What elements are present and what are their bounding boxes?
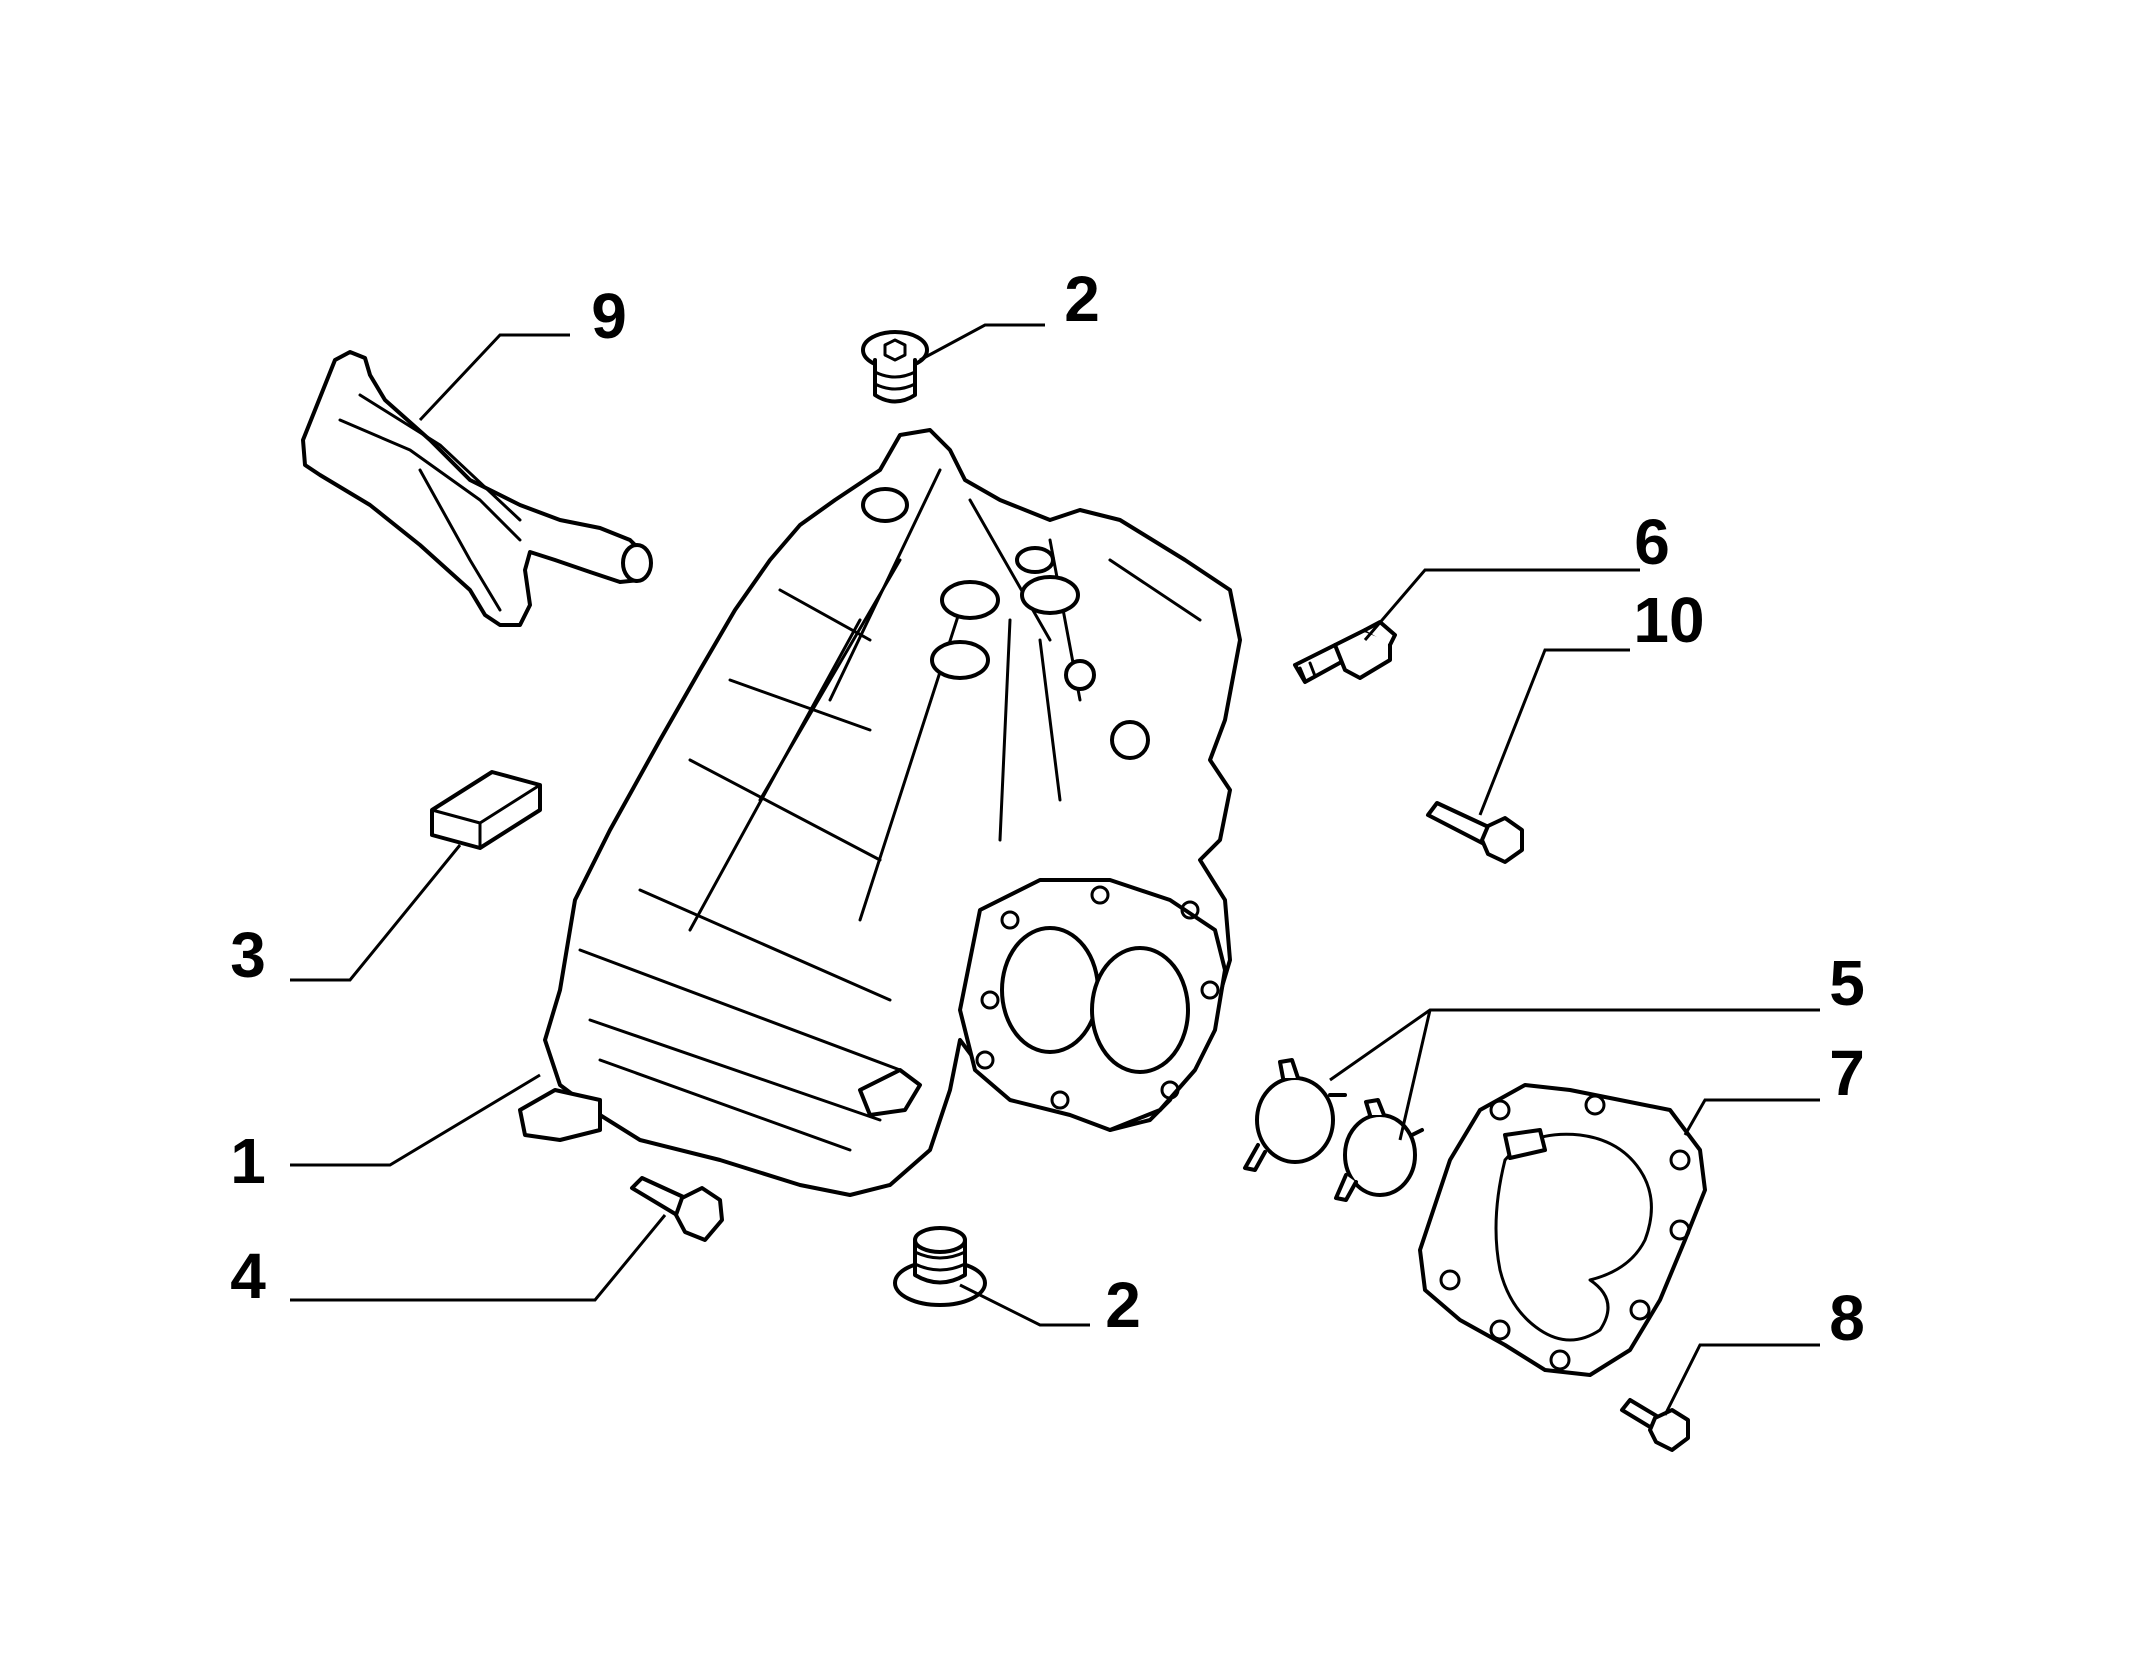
leader-5b xyxy=(1398,1009,1432,1141)
leader-1 xyxy=(290,1073,541,1167)
callout-7: 7 xyxy=(1829,1037,1865,1109)
drain-plug-upper xyxy=(861,330,929,404)
bolt-4 xyxy=(630,1176,724,1242)
callout-4: 4 xyxy=(230,1240,266,1312)
bracket xyxy=(301,350,653,627)
callout-2-lower: 2 xyxy=(1105,1269,1141,1341)
leader-7 xyxy=(1683,1098,1820,1136)
leader-2b xyxy=(959,1283,1090,1327)
leader-2a xyxy=(919,323,1045,362)
bolt-10 xyxy=(1426,801,1524,864)
leader-10 xyxy=(1478,648,1630,816)
leader-9 xyxy=(418,333,570,422)
callout-5: 5 xyxy=(1829,947,1865,1019)
end-cover xyxy=(1418,1083,1707,1377)
bolt-8 xyxy=(1620,1398,1690,1452)
callout-1: 1 xyxy=(230,1125,266,1197)
leader-4 xyxy=(290,1214,667,1302)
gaskets xyxy=(1243,1058,1424,1202)
leader-8 xyxy=(1663,1343,1820,1416)
callout-3: 3 xyxy=(230,919,266,991)
leader-3 xyxy=(290,844,462,982)
callout-9: 9 xyxy=(591,280,627,352)
drain-plug-lower xyxy=(893,1226,987,1307)
callout-6: 6 xyxy=(1634,506,1670,578)
rubber-block xyxy=(430,770,542,850)
callout-8: 8 xyxy=(1829,1282,1865,1354)
callout-2-upper: 2 xyxy=(1064,263,1100,335)
leader-lines xyxy=(290,323,1820,1416)
callout-10: 10 xyxy=(1633,584,1704,656)
leader-6 xyxy=(1363,568,1640,641)
sensor xyxy=(1293,620,1397,684)
leader-5 xyxy=(1329,1008,1820,1082)
gearbox-housing xyxy=(518,428,1242,1197)
callout-labels: 1 2 2 3 4 5 6 7 8 9 10 xyxy=(230,263,1865,1354)
